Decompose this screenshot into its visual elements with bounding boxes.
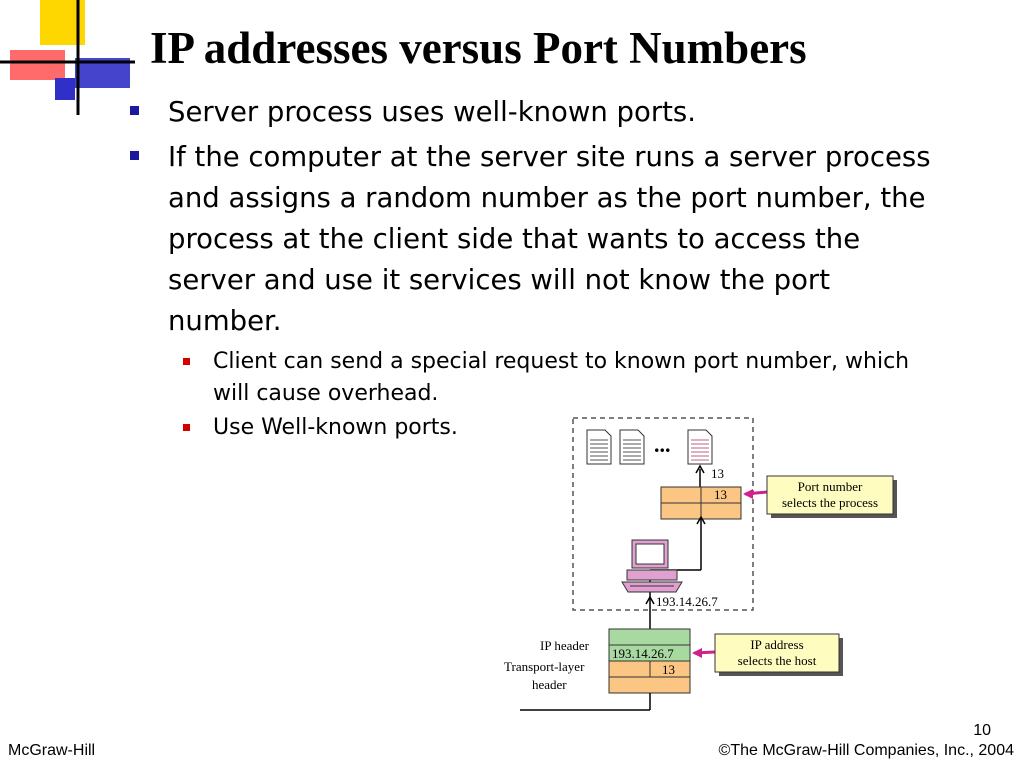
bullet-item: Server process uses well-known ports. xyxy=(130,92,970,133)
page-number: 10 xyxy=(973,722,991,739)
bullet-text: If the computer at the server site runs … xyxy=(168,141,931,337)
ip-callout-line1: IP address xyxy=(750,637,803,652)
bullet-item: If the computer at the server site runs … xyxy=(130,137,970,342)
bullet-list: Server process uses well-known ports. If… xyxy=(130,92,970,444)
transport-header-label: header xyxy=(532,677,567,692)
ip-callout-box xyxy=(714,633,840,673)
ip-header-label: IP header xyxy=(540,638,590,653)
sub-bullet-item: Use Well-known ports. xyxy=(183,412,933,444)
bullet-marker xyxy=(130,106,139,115)
corner-logo xyxy=(0,0,135,115)
transport-layer-label: Transport-layer xyxy=(504,659,585,674)
server-transport-header: 13 xyxy=(660,486,742,520)
host-ip-label: 193.14.26.7 xyxy=(656,594,718,609)
port-callout-box xyxy=(766,475,894,515)
packet xyxy=(520,628,691,711)
port-callout-line2: selects the process xyxy=(782,495,878,510)
packet-port-value: 13 xyxy=(662,662,675,677)
ip-callout-line2: selects the host xyxy=(738,653,817,668)
sub-bullet-item: Client can send a special request to kno… xyxy=(183,346,933,410)
slide-title: IP addresses versus Port Numbers xyxy=(150,23,807,73)
sub-bullet-text: Use Well-known ports. xyxy=(213,415,458,440)
bullet-text: Server process uses well-known ports. xyxy=(168,96,696,128)
footer-publisher: McGraw-Hill xyxy=(8,742,96,759)
port-value: 13 xyxy=(714,487,727,502)
sub-bullet-text: Client can send a special request to kno… xyxy=(213,349,910,406)
server-computer-icon xyxy=(621,539,683,593)
port-callout-line1: Port number xyxy=(798,479,863,494)
server-dashed-box xyxy=(572,417,754,611)
footer-copyright: ©The McGraw-Hill Companies, Inc., 2004 xyxy=(718,742,1014,759)
port-label: 13 xyxy=(711,466,724,481)
sub-bullet-marker xyxy=(183,424,190,431)
sub-bullet-marker xyxy=(183,358,190,365)
packet-ip-value: 193.14.26.7 xyxy=(612,646,674,661)
bullet-marker xyxy=(130,151,139,160)
